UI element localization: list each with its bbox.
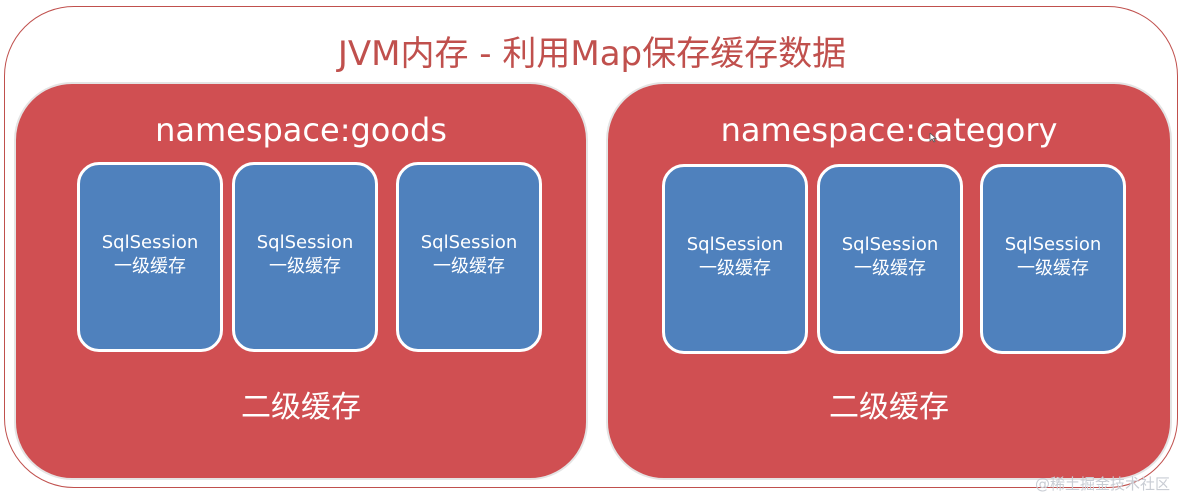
category-sqlsession-1: SqlSession 一级缓存 bbox=[662, 164, 808, 354]
diagram-title: JVM内存 - 利用Map保存缓存数据 bbox=[337, 34, 847, 74]
sqlsession-label: SqlSession bbox=[686, 234, 784, 255]
sqlsession-label: SqlSession bbox=[101, 232, 199, 253]
mouse-pointer-icon bbox=[929, 133, 937, 143]
sqlsession-label: SqlSession bbox=[420, 232, 518, 253]
sqlsession-label: SqlSession bbox=[841, 234, 939, 255]
goods-sqlsession-3: SqlSession 一级缓存 bbox=[396, 162, 542, 352]
second-level-cache-label: 二级缓存 bbox=[241, 390, 361, 425]
first-level-cache-label: 一级缓存 bbox=[269, 256, 341, 277]
first-level-cache-label: 一级缓存 bbox=[433, 256, 505, 277]
namespace-category-title: namespace:category bbox=[720, 111, 1058, 149]
category-sqlsession-2: SqlSession 一级缓存 bbox=[817, 164, 963, 354]
first-level-cache-label: 一级缓存 bbox=[114, 256, 186, 277]
goods-sqlsession-1: SqlSession 一级缓存 bbox=[77, 162, 223, 352]
namespace-goods-title: namespace:goods bbox=[155, 111, 447, 149]
second-level-cache-label: 二级缓存 bbox=[829, 390, 949, 425]
watermark: @稀土掘金技术社区 bbox=[1034, 475, 1170, 493]
first-level-cache-label: 一级缓存 bbox=[699, 258, 771, 279]
namespace-category: namespace:category SqlSession 一级缓存 SqlSe… bbox=[606, 82, 1172, 480]
namespace-goods: namespace:goods SqlSession 一级缓存 SqlSessi… bbox=[14, 82, 588, 480]
sqlsession-label: SqlSession bbox=[256, 232, 354, 253]
category-sqlsession-3: SqlSession 一级缓存 bbox=[980, 164, 1126, 354]
first-level-cache-label: 一级缓存 bbox=[1017, 258, 1089, 279]
first-level-cache-label: 一级缓存 bbox=[854, 258, 926, 279]
sqlsession-label: SqlSession bbox=[1004, 234, 1102, 255]
goods-sqlsession-2: SqlSession 一级缓存 bbox=[232, 162, 378, 352]
